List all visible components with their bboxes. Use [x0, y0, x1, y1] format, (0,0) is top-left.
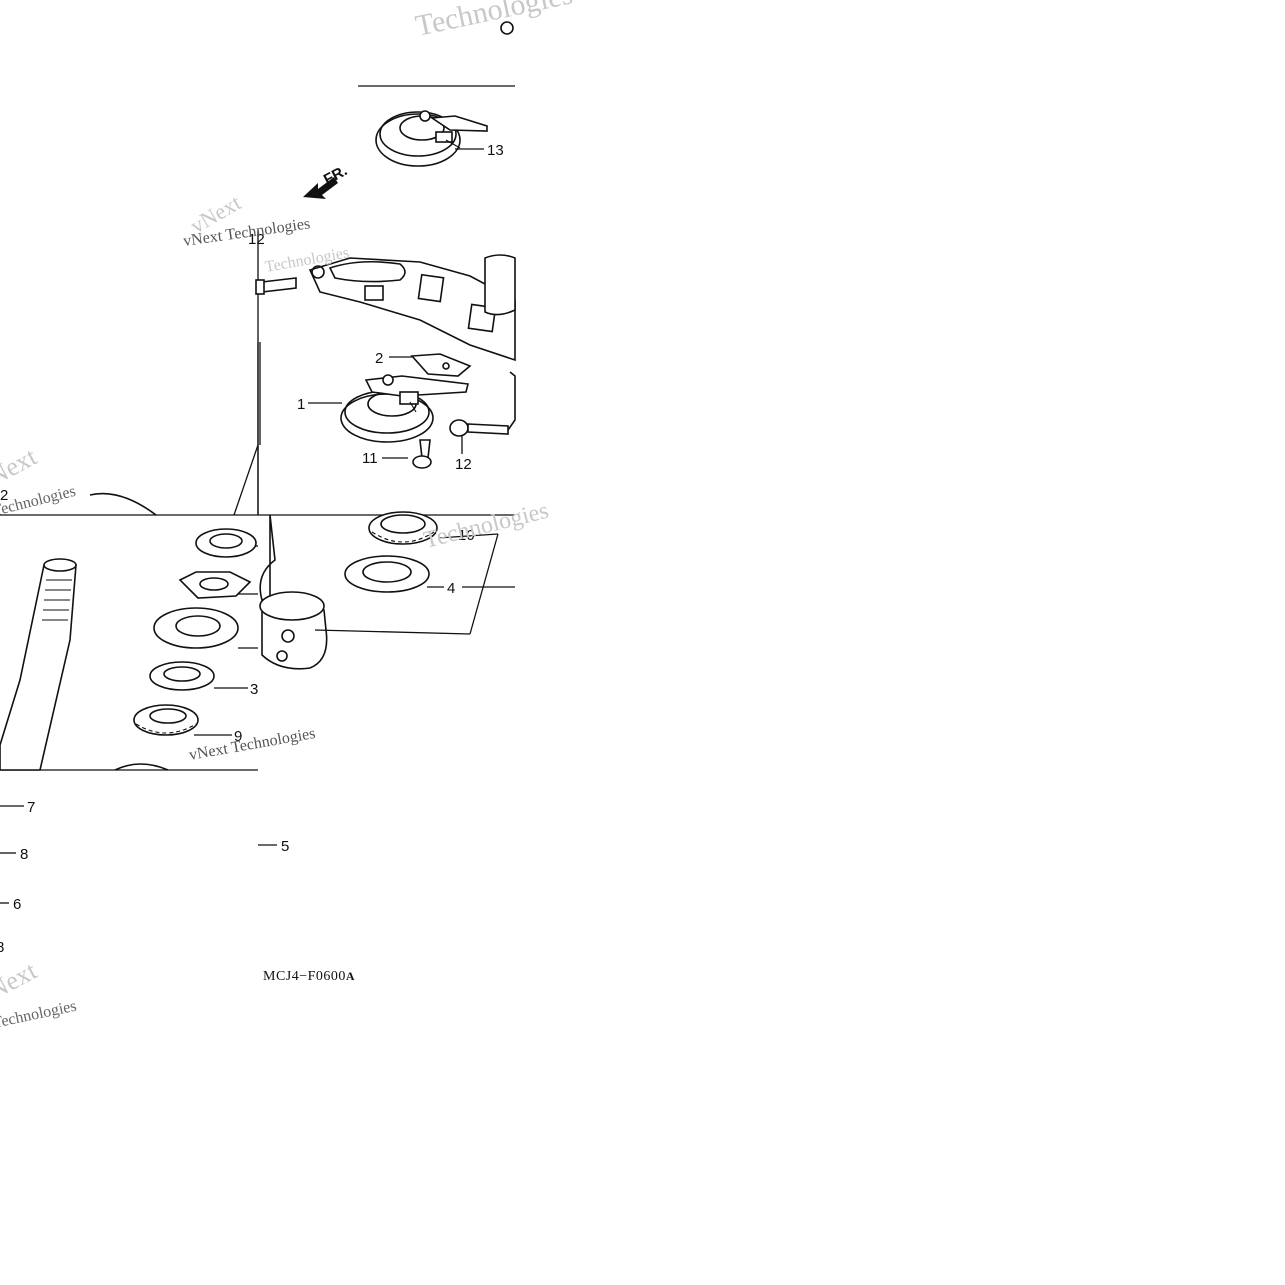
- callout-12: 12: [455, 456, 472, 473]
- callout-10: 10: [458, 527, 475, 544]
- top-fragment-part: [500, 21, 514, 35]
- lower-right-panel: 10 4: [259, 511, 515, 670]
- bolt-left-drawing: [255, 277, 297, 295]
- adjusting-nut-drawing: [153, 607, 239, 649]
- watermark: Technologies: [413, 0, 576, 43]
- watermark: Technologies: [0, 998, 78, 1032]
- callout-12b: 12: [248, 231, 265, 248]
- callout-11: 11: [362, 450, 378, 467]
- watermark: Technologies: [0, 483, 78, 520]
- race-4-drawing: [344, 555, 430, 593]
- callout-3: 3: [250, 681, 258, 698]
- bolt-12-drawing: [449, 419, 509, 437]
- frame-bracket-drawing: [308, 254, 516, 431]
- callout-B: 8: [0, 939, 4, 956]
- front-direction-arrow: FR.: [303, 162, 350, 199]
- plate-2-drawing: [410, 353, 472, 377]
- bearing-10-drawing: [368, 511, 438, 545]
- callout-4: 4: [447, 580, 455, 597]
- callout-7: 7: [27, 799, 35, 816]
- bearing-9-drawing: [133, 704, 199, 736]
- callout-13: 13: [487, 142, 504, 159]
- bolt-11-drawing: [412, 439, 432, 469]
- stem-nut-drawing: [195, 528, 257, 558]
- callout-9: 9: [234, 728, 242, 745]
- middle-panel: 2 1 11 12 12: [248, 230, 516, 516]
- callout-2b: 2: [0, 487, 8, 504]
- lower-left-panel: 3 9 2: [0, 342, 259, 771]
- watermark: Technologies: [421, 498, 551, 554]
- callout-8: 8: [20, 846, 28, 863]
- horn-1-drawing: [340, 374, 469, 443]
- callout-2: 2: [375, 350, 383, 367]
- callout-5: 5: [281, 838, 289, 855]
- race-3-drawing: [149, 661, 215, 691]
- cut-part-lower: [114, 763, 169, 771]
- watermark: Next: [0, 956, 42, 1006]
- leader-diag: [233, 444, 259, 516]
- steering-stem-yoke-drawing: [259, 514, 471, 670]
- leader-10-4-join: [469, 533, 499, 635]
- callout-6: 6: [13, 896, 21, 913]
- watermark: vNext Technologies: [188, 725, 317, 764]
- cut-part-upper: [89, 492, 157, 516]
- leader-10: [437, 533, 499, 539]
- top-panel: 13 FR.: [303, 21, 515, 199]
- horn-13-drawing: [375, 110, 488, 167]
- bottom-callouts: 7 8 6 8 5 MCJ4−F0600A: [0, 799, 355, 984]
- steering-stem-shaft-drawing: [0, 558, 77, 771]
- drawing-code: MCJ4−F0600A: [263, 969, 355, 984]
- watermark: Next: [0, 442, 42, 492]
- lock-washer-drawing: [178, 571, 252, 599]
- callout-1: 1: [297, 396, 305, 413]
